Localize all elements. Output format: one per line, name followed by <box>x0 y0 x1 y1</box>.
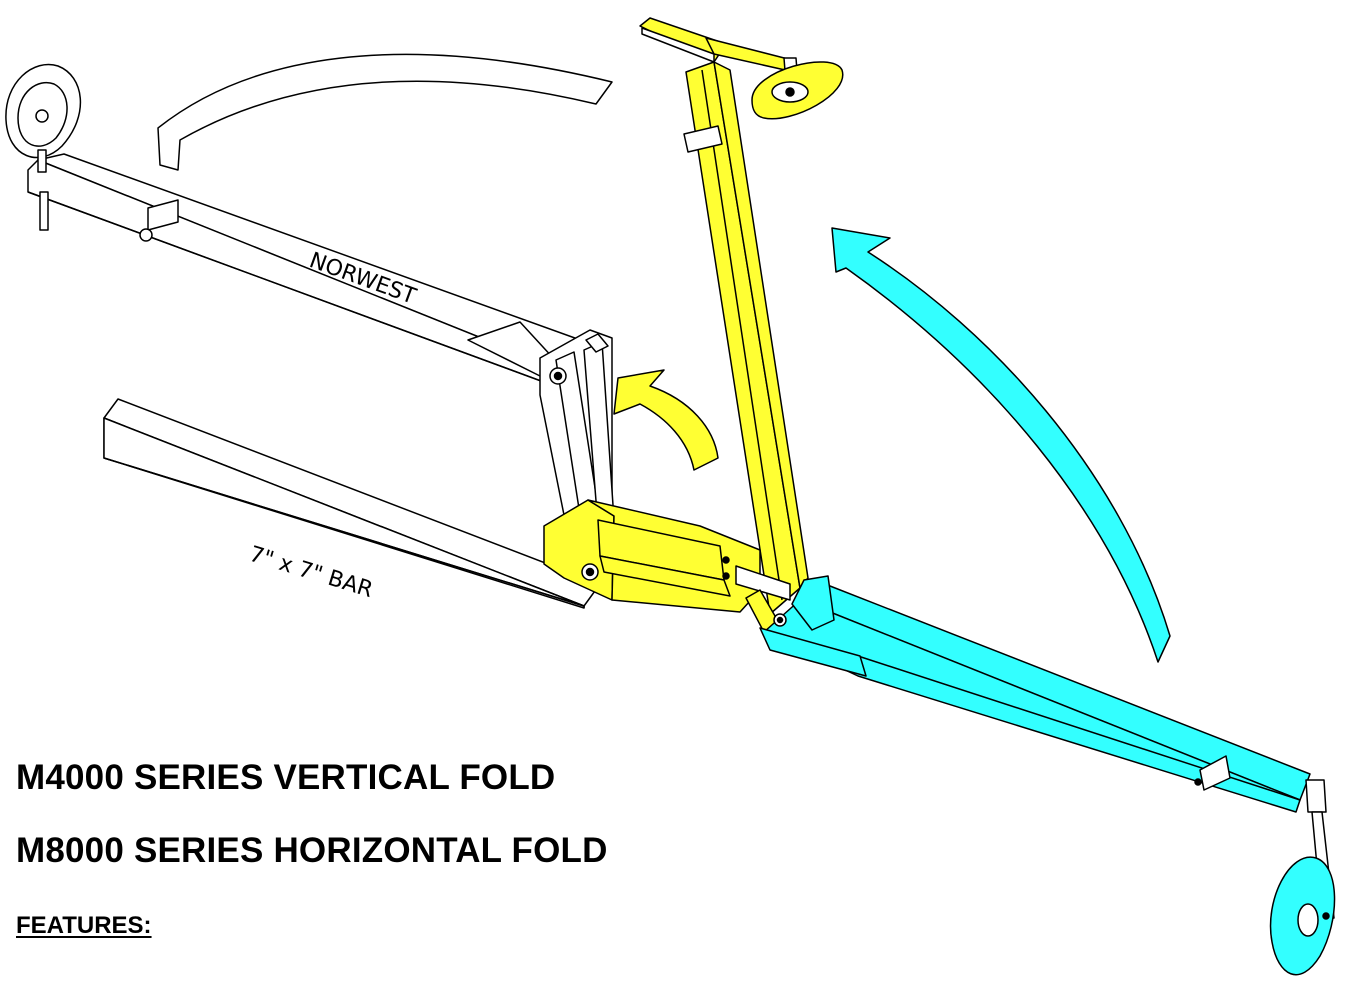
bar-size-label: 7" x 7" BAR <box>246 542 375 603</box>
white-gauge-wheel <box>5 63 82 231</box>
yellow-vertical-arm <box>639 17 809 615</box>
toolbar-bar <box>103 398 601 609</box>
yellow-hinge-bracket <box>543 499 791 637</box>
white-arm <box>27 153 587 389</box>
white-fold-arrow <box>157 53 613 171</box>
features-heading: FEATURES: <box>16 912 152 939</box>
cyan-gauge-wheel <box>1269 779 1336 976</box>
vertical-fold-heading: M4000 SERIES VERTICAL FOLD <box>16 758 556 797</box>
horizontal-fold-heading: M8000 SERIES HORIZONTAL FOLD <box>16 831 608 870</box>
yellow-disk-wheel <box>751 57 844 120</box>
cyan-fold-arrow <box>831 227 1171 663</box>
cyan-horizontal-arm <box>759 575 1311 813</box>
yellow-fold-arrow <box>613 369 719 471</box>
